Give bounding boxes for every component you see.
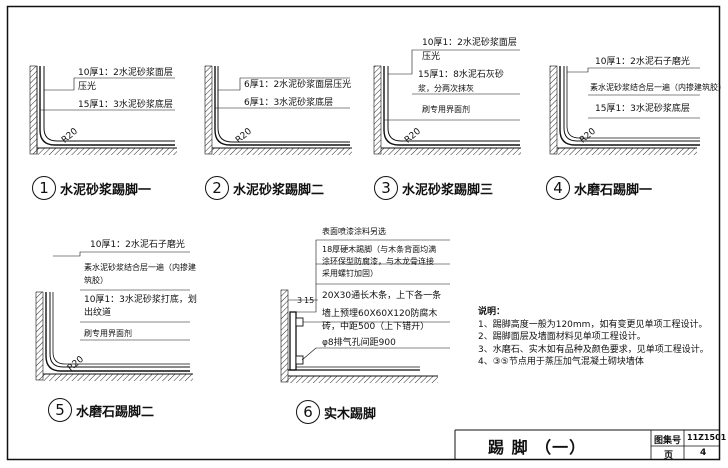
detail-4-layer-1: 10厚1：2水泥石子磨光 [595, 57, 690, 67]
detail-4-layer-2: 素水泥砂浆结合层一遍（内掺建筑胶） [590, 83, 726, 92]
detail-5-layer-3b: 出纹道 [84, 308, 112, 318]
note-item: 3、水磨石、实木如有品种及颜色要求，见单项工程设计。 [478, 344, 709, 355]
detail-6-title: 实木踢脚 [324, 406, 377, 422]
detail-2-caption: 2 水泥砂浆踢脚二 [205, 176, 324, 200]
note-item: 2、踢脚面层及墙面材料见单项工程设计。 [478, 332, 646, 342]
detail-6-number: 6 [296, 400, 320, 424]
detail-1-layer-1b: 压光 [78, 82, 97, 92]
detail-5-caption: 5 水磨石踢脚二 [48, 398, 154, 422]
detail-4-drawing [549, 65, 700, 155]
detail-5-layer-2b: 筑胶） [84, 276, 108, 285]
detail-6-layer-1b: 涂环保型防腐漆，与木龙骨连接 [322, 257, 434, 266]
detail-5-number: 5 [48, 398, 72, 422]
detail-3-title: 水泥砂浆踢脚三 [402, 182, 494, 198]
detail-2-layer-1: 6厚1：2水泥砂浆面层压光 [244, 80, 352, 90]
detail-5-title: 水磨石踢脚二 [76, 404, 155, 420]
detail-1-title: 水泥砂浆踢脚一 [60, 182, 152, 198]
detail-6-vent: φ8排气孔间距900 [322, 338, 396, 348]
detail-6-dim-15: 15 [304, 296, 315, 305]
detail-3-layer-2b: 浆，分两次抹灰 [418, 84, 474, 93]
drawing-title: 踢 脚 （一） [488, 438, 587, 457]
detail-6-caption: 6 实木踢脚 [296, 400, 376, 424]
detail-2-title: 水泥砂浆踢脚二 [233, 182, 325, 198]
detail-5-layer-3: 10厚1：3水泥砂浆打底，划 [84, 295, 197, 305]
detail-6-layer-1c: 采用螺钉加固） [322, 269, 378, 278]
detail-4-caption: 4 水磨石踢脚一 [546, 176, 652, 200]
detail-5-layer-1: 10厚1：2水泥石子磨光 [90, 240, 185, 250]
detail-3-layer-2: 15厚1：8水泥石灰砂 [418, 70, 504, 80]
detail-6-layer-1: 18厚硬木踢脚（与木条背面均满 [322, 245, 437, 254]
detail-1-layer-1: 10厚1：2水泥砂浆面层 [78, 68, 173, 78]
detail-4-title: 水磨石踢脚一 [574, 182, 653, 198]
atlas-number: 11Z1501 [687, 433, 727, 442]
detail-3-caption: 3 水泥砂浆踢脚三 [374, 176, 493, 200]
detail-5-drawing [35, 251, 193, 381]
page-label: 页 [664, 451, 674, 461]
note-item: 4、③⑤节点用于蒸压加气混凝土砌块墙体 [478, 357, 644, 367]
page-number: 4 [700, 448, 707, 458]
detail-5-layer-4: 刷专用界面剂 [84, 329, 132, 338]
detail-2-layer-2: 6厚1：3水泥砂浆底层 [244, 98, 334, 108]
note-item: 1、踢脚高度一般为120mm，如有变更见单项工程设计。 [478, 319, 708, 330]
detail-1-layer-2: 15厚1：3水泥砂浆底层 [78, 100, 173, 110]
atlas-label: 图集号 [654, 436, 682, 446]
detail-3-layer-3: 刷专用界面剂 [422, 105, 470, 114]
detail-3-drawing [373, 49, 521, 155]
detail-6-dim-3: 3 [297, 296, 303, 305]
detail-6-finish: 表面喷漆涂料另选 [322, 227, 386, 236]
detail-4-number: 4 [546, 176, 570, 200]
detail-6-layer-2: 20X30通长木条，上下各一条 [322, 291, 442, 301]
detail-3-layer-1: 10厚1：2水泥砂浆面层 [422, 38, 517, 48]
detail-6-layer-3b: 砖，中距500（上下错开） [322, 322, 430, 332]
detail-3-number: 3 [374, 176, 398, 200]
detail-2-number: 2 [205, 176, 229, 200]
detail-1-drawing [29, 65, 177, 155]
detail-1-number: 1 [32, 176, 56, 200]
notes-block: 说明： 1、踢脚高度一般为120mm，如有变更见单项工程设计。 2、踢脚面层及墙… [478, 306, 709, 369]
detail-4-layer-3: 15厚1：3水泥砂浆底层 [595, 104, 690, 114]
detail-6-layer-3: 墙上预埋60X60X120防腐木 [322, 309, 438, 319]
title-block-lines [454, 429, 719, 459]
detail-6-drawing [280, 239, 450, 383]
detail-5-layer-2: 素水泥砂浆结合层一遍（内掺建 [84, 263, 196, 272]
notes-title: 说明： [478, 307, 506, 317]
detail-1-caption: 1 水泥砂浆踢脚一 [32, 176, 151, 200]
detail-2-drawing [204, 65, 352, 155]
detail-3-layer-1b: 压光 [422, 52, 441, 62]
